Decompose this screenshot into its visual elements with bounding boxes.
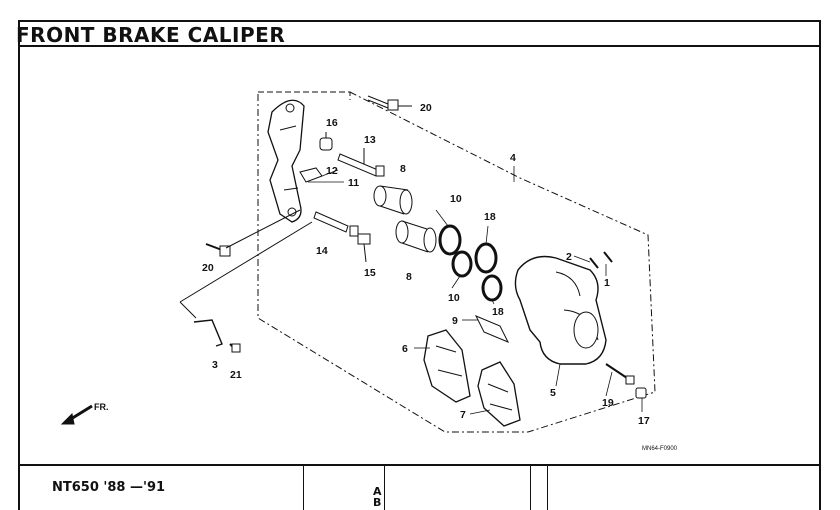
caliper-bracket [267,99,305,223]
callout-6: 6 [402,343,408,355]
brake-pad-inner [477,361,521,427]
tab-letter-a: A [373,485,382,498]
footer-divider-4 [547,466,548,510]
callout-20-left: 20 [202,262,214,274]
footer-tab-letters: A B [373,486,382,508]
callout-4: 4 [510,152,516,164]
callout-2: 2 [566,251,572,263]
footer-divider [18,464,821,466]
callout-7: 7 [460,409,466,421]
callout-18-bottom: 18 [492,306,504,318]
callout-10-bottom: 10 [448,292,460,304]
callout-21: 21 [230,369,242,381]
callout-16: 16 [326,117,338,129]
front-direction-label: FR. [94,402,109,412]
tab-letter-b: B [373,496,382,509]
callout-9: 9 [452,315,458,327]
callout-19: 19 [602,397,614,409]
callout-13: 13 [364,134,376,146]
callout-17: 17 [638,415,650,427]
callout-5: 5 [550,387,556,399]
callout-10-top: 10 [450,193,462,205]
page-title: FRONT BRAKE CALIPER [16,23,286,47]
brake-pad-outer [423,329,471,403]
title-divider [18,45,821,47]
model-label: NT650 '88 —'91 [52,480,166,495]
callout-20-top: 20 [420,102,432,114]
assembly-outline [258,91,351,100]
caliper-body [514,255,607,365]
footer-divider-3 [530,466,531,510]
callout-12: 12 [326,165,338,177]
callout-8-bottom: 8 [406,271,412,283]
callout-15: 15 [364,267,376,279]
callout-11: 11 [348,177,359,189]
page-frame [18,20,821,510]
callout-18-top: 18 [484,211,496,223]
callout-14: 14 [316,245,328,257]
callout-3: 3 [212,359,218,371]
callout-8-top: 8 [400,163,406,175]
footer-divider-1 [303,466,304,510]
callout-1: 1 [604,277,610,289]
footer-divider-2 [384,466,385,510]
figure-code: MN64-F0900 [642,446,678,452]
